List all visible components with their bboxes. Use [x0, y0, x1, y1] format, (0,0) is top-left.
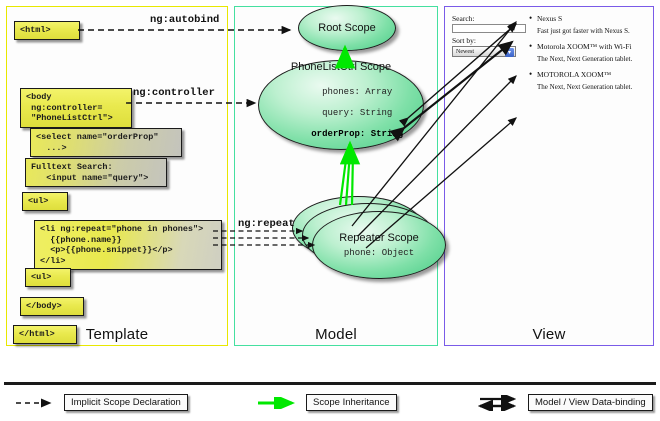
dashed-arrow-icon [16, 398, 52, 407]
search-input[interactable] [452, 24, 526, 33]
phone-name[interactable]: Nexus S [528, 13, 648, 23]
scope-phonelistctrl: PhoneListCtrl Scope phones: Array query:… [258, 60, 424, 150]
view-content: Search: Sort by: Newest ▾ Nexus S Fast j… [452, 13, 648, 91]
scope-phonelistctrl-props: phones: Array query: String orderProp: S… [279, 76, 403, 150]
phone-snippet: The Next, Next Generation tablet. [537, 55, 633, 63]
scope-repeater-title: Repeater Scope [339, 232, 419, 244]
panel-model: Model [234, 6, 438, 346]
scope-root-title: Root Scope [318, 21, 376, 34]
legend-item-databinding: Model / View Data-binding [478, 394, 653, 411]
double-arrow-icon [478, 394, 517, 411]
list-item[interactable]: Nexus S Fast just got faster with Nexus … [528, 13, 648, 35]
sort-select[interactable]: Newest ▾ [452, 46, 516, 57]
search-label: Search: [452, 14, 475, 23]
prop-phones: phones: Array [322, 86, 393, 97]
scope-repeater-props: phone: Object [343, 247, 415, 258]
code-box-body-close: </body> [20, 297, 84, 316]
sort-select-value: Newest [456, 48, 474, 55]
legend-item-implicit: Implicit Scope Declaration [14, 394, 188, 411]
label-ng-autobind: ng:autobind [150, 14, 220, 26]
legend-item-inheritance: Scope Inheritance [256, 394, 397, 411]
scope-phonelistctrl-title: PhoneListCtrl Scope [290, 60, 392, 73]
panel-model-label: Model [315, 326, 357, 343]
phone-snippet: The Next, Next Generation tablet. [537, 83, 633, 91]
phone-name[interactable]: Motorola XOOM™ with Wi-Fi [528, 41, 648, 51]
label-ng-repeat: ng:repeat [238, 218, 295, 230]
code-box-select: <select name="orderProp" ...> [30, 128, 182, 157]
prop-orderprop: orderProp: String [311, 128, 404, 139]
prop-query: query: String [322, 107, 393, 118]
legend-label-implicit: Implicit Scope Declaration [64, 394, 188, 411]
list-item[interactable]: Motorola XOOM™ with Wi-Fi The Next, Next… [528, 41, 648, 63]
panel-view-label: View [532, 326, 566, 343]
code-box-body-open: <body ng:controller= "PhoneListCtrl"> [20, 88, 132, 128]
code-box-ul-open: <ul> [22, 192, 68, 211]
list-item[interactable]: MOTOROLA XOOM™ The Next, Next Generation… [528, 69, 648, 91]
chevron-down-icon: ▾ [505, 48, 514, 57]
panel-template-label: Template [85, 326, 149, 343]
phone-snippet: Fast just got faster with Nexus S. [537, 27, 630, 35]
green-arrow-icon [258, 396, 295, 409]
code-box-html-close: </html> [13, 325, 77, 344]
code-box-li-repeat: <li ng:repeat="phone in phones"> {{phone… [34, 220, 222, 270]
legend-label-databinding: Model / View Data-binding [528, 394, 653, 411]
legend: Implicit Scope Declaration Scope Inherit… [0, 388, 660, 421]
phone-list: Nexus S Fast just got faster with Nexus … [528, 13, 648, 98]
label-ng-controller: ng:controller [133, 87, 215, 99]
code-box-html-open: <html> [14, 21, 80, 40]
legend-divider [4, 382, 656, 385]
scope-root: Root Scope [298, 5, 396, 51]
code-box-ul-close: <ul> [25, 268, 71, 287]
scope-repeater: Repeater Scope phone: Object [312, 211, 446, 279]
code-box-fulltext: Fulltext Search: <input name="query"> [25, 158, 167, 187]
legend-label-inheritance: Scope Inheritance [306, 394, 397, 411]
phone-name[interactable]: MOTOROLA XOOM™ [528, 69, 648, 79]
